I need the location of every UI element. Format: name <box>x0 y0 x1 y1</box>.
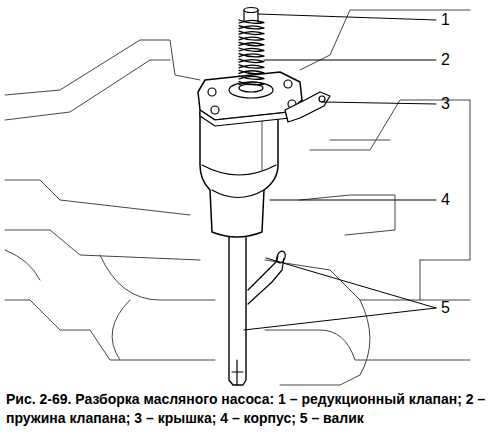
figure-caption: Рис. 2-69. Разборка масляного насоса: 1 … <box>6 390 494 428</box>
spring-coil <box>239 54 264 57</box>
callout-number: 1 <box>441 12 450 28</box>
callout-number: 5 <box>441 300 450 316</box>
callout-number: 4 <box>441 192 450 208</box>
spring-coil <box>239 42 264 45</box>
spring-coil <box>239 65 264 68</box>
spring-coil <box>239 48 264 51</box>
callout-number: 3 <box>441 96 450 112</box>
spring-coil <box>239 82 264 85</box>
spring-coil <box>239 31 264 34</box>
callout-number: 2 <box>441 52 450 68</box>
spring-coil <box>239 70 264 73</box>
spring-coil <box>239 20 264 23</box>
spring-coil <box>239 37 264 40</box>
spring-coil <box>239 26 264 29</box>
spring-coil <box>239 59 264 62</box>
spring-coil <box>239 76 264 79</box>
